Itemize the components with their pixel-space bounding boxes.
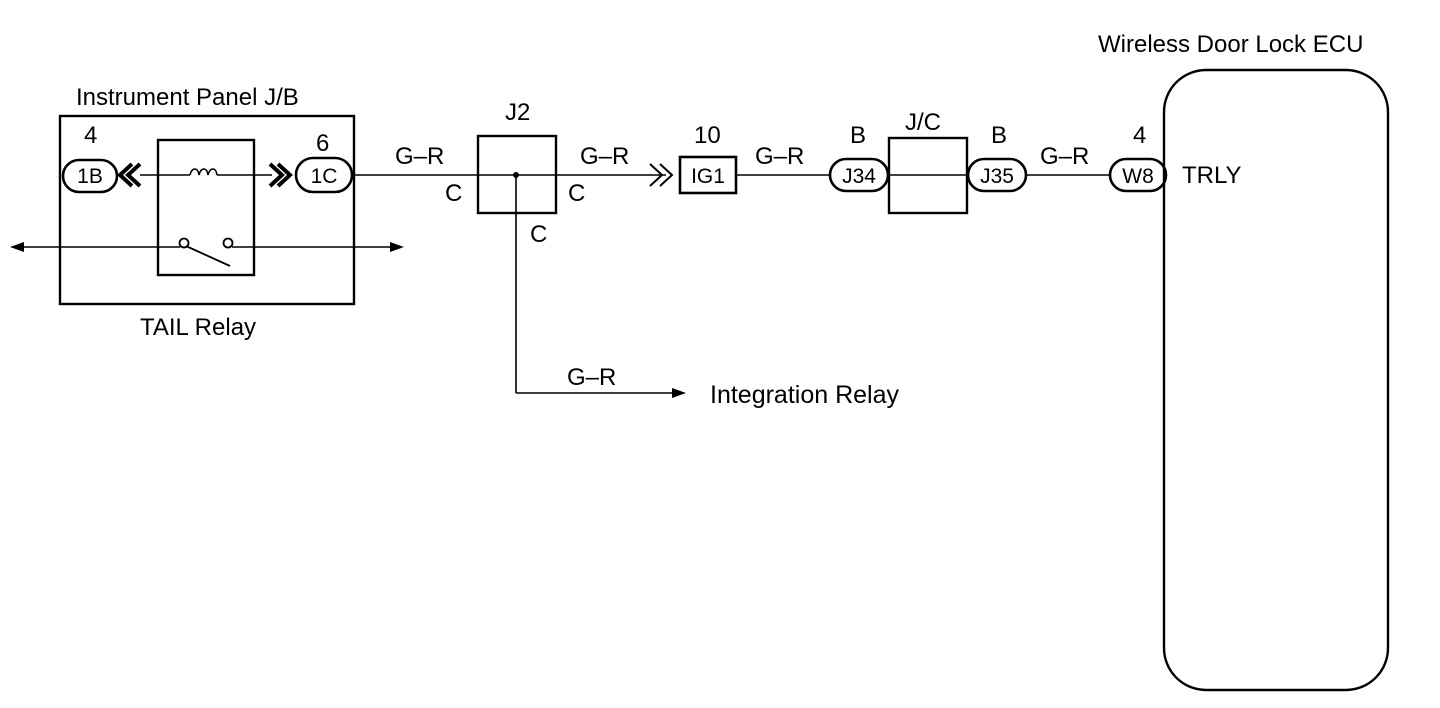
instrument-panel-jb: Instrument Panel J/B TAIL Relay [10,84,404,341]
wire-color-label-2: G–R [580,143,629,170]
junction-j2-port-bottom: C [530,221,547,248]
wire-color-label-4: G–R [1040,143,1089,170]
junction-j2-label: J2 [505,99,530,126]
junction-j2-port-right: C [568,180,585,207]
connector-j34-label: J34 [842,165,876,188]
switch-blade [185,245,231,267]
wire-color-label-3: G–R [755,143,804,170]
connector-j35-label: J35 [980,165,1014,188]
connector-1b-pin: 4 [84,122,97,149]
chevron-ig1-icon [649,163,674,187]
junction-jc-label: J/C [905,109,941,136]
connector-1c-pin: 6 [316,130,329,157]
connector-w8-shape [1108,157,1168,193]
connector-1b-shape [61,158,119,194]
tail-relay-box [156,138,256,277]
connector-ig1-shape [678,155,738,195]
connector-w8: 4 W8 [1108,122,1168,193]
connector-w8-label: W8 [1122,165,1154,188]
connector-w8-pin: 4 [1133,122,1146,149]
ecu-terminal-trly: TRLY [1182,162,1242,189]
switch-contact-right [222,237,234,249]
chevron-left-icon [117,162,142,188]
junction-j2-port-left: C [445,180,462,207]
arrow-left-icon [10,242,24,252]
switch-contact-left [178,237,190,249]
chevron-right-icon [268,162,293,188]
ecu-box [1162,68,1390,692]
arrow-integration-icon [672,388,686,398]
connector-ig1-pin: 10 [694,122,721,149]
connector-j35: B J35 [966,122,1028,193]
connector-ig1: 10 IG1 [678,122,738,195]
wireless-door-lock-ecu: Wireless Door Lock ECU TRLY [1098,31,1390,692]
connector-1b: 4 1B [61,122,119,194]
connector-j34: B J34 [828,122,890,193]
wire-color-label-1: G–R [395,143,444,170]
connector-1b-label: 1B [77,165,103,188]
connector-j34-pin: B [850,122,866,149]
connector-ig1-label: IG1 [691,165,725,188]
junction-jc: J/C [887,109,969,215]
connector-1c-label: 1C [311,165,338,188]
jb-box [58,114,356,306]
ecu-title: Wireless Door Lock ECU [1098,31,1363,58]
junction-j2: J2 C C C [445,99,585,393]
tail-relay-label: TAIL Relay [140,314,256,341]
relay-coil-icon [189,168,218,176]
arrow-right-icon [390,242,404,252]
integration-relay-label: Integration Relay [710,381,900,409]
connector-j35-pin: B [991,122,1007,149]
connector-1c: 6 1C [294,130,354,194]
jb-title: Instrument Panel J/B [76,84,299,111]
wire-color-label-integration: G–R [567,364,616,391]
